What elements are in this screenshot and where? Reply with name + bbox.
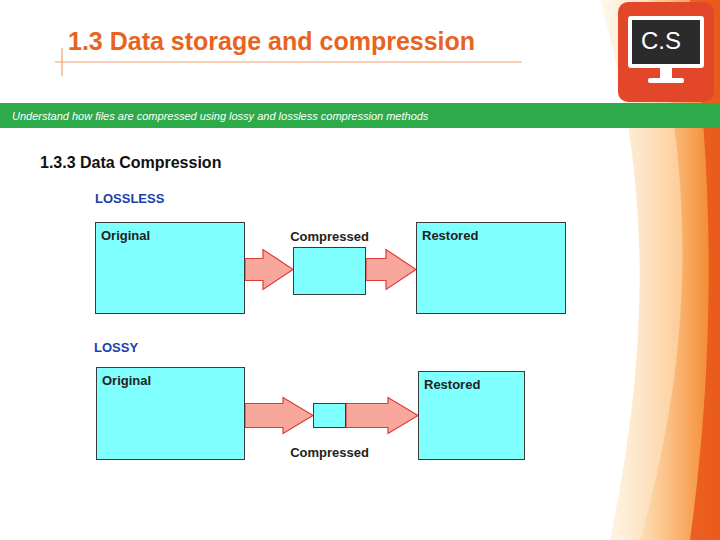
image-box: Restored	[418, 371, 525, 460]
section-label: LOSSY	[94, 340, 138, 355]
objective-text: Understand how files are compressed usin…	[12, 110, 428, 122]
image-box: Restored	[416, 222, 566, 314]
slide-title: 1.3 Data storage and compression	[68, 27, 475, 56]
title-tick	[61, 48, 62, 76]
logo-tile	[618, 2, 714, 102]
block-arrow	[245, 398, 313, 434]
section-label: LOSSLESS	[95, 191, 164, 206]
image-box: Original	[95, 222, 245, 314]
block-arrow	[245, 250, 293, 290]
green-banner	[0, 103, 720, 128]
logo-text: C.S	[641, 27, 681, 55]
monitor-screen	[632, 20, 700, 64]
compressed-box: Compressed	[293, 247, 366, 295]
box-label: Compressed	[290, 445, 369, 460]
box-label: Original	[96, 223, 244, 243]
box-label: Restored	[419, 372, 524, 392]
box-label: Original	[97, 368, 244, 388]
section-heading: 1.3.3 Data Compression	[40, 154, 221, 172]
box-label: Restored	[417, 223, 565, 243]
monitor-neck	[660, 68, 672, 78]
background-swoosh	[600, 0, 720, 540]
block-arrow	[366, 250, 416, 290]
box-label: Compressed	[290, 229, 369, 244]
compressed-box: Compressed	[313, 403, 346, 428]
monitor-stand	[648, 78, 684, 83]
block-arrow	[346, 398, 418, 434]
title-rule	[55, 61, 522, 62]
monitor-frame	[628, 16, 704, 68]
image-box: Original	[96, 367, 245, 460]
